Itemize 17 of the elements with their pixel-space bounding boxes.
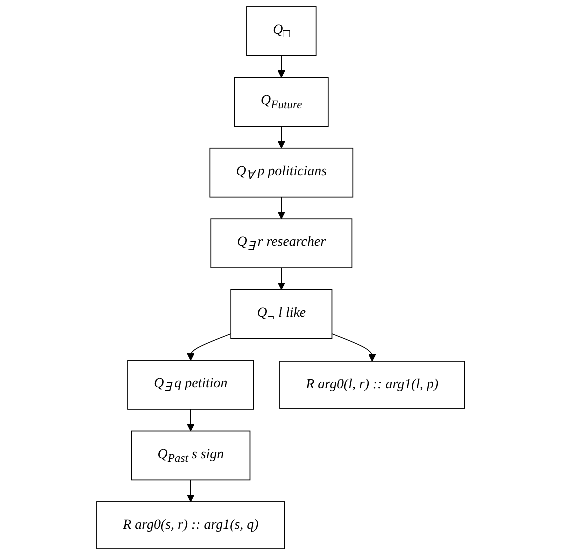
node-box: Q$_{¬}$ l like: [230, 289, 332, 340]
node-box: Q$_{Past}$ s sign: [130, 430, 250, 481]
node-box: Q$_{∃}$ r researcher: [210, 218, 352, 268]
node-box: Q$_{□}$: [246, 6, 316, 56]
arrow: [186, 480, 194, 502]
node-box: R arg0(s, r) :: arg1(s, q): [96, 502, 285, 550]
arrow: [277, 55, 286, 78]
arrow: [186, 409, 194, 432]
node-box: R arg0(l, r) :: arg1(l, p): [279, 361, 465, 409]
arrow: [277, 196, 286, 220]
arrow: [186, 334, 232, 361]
arrow: [331, 334, 376, 362]
arrow: [277, 268, 286, 290]
arrow: [277, 126, 286, 149]
node-box: Q$_{∃}$ q petition: [127, 360, 254, 410]
node-box: Q$_{∀}$ p politicians: [209, 148, 354, 198]
node-box: Q$_{Future}$: [234, 77, 328, 128]
